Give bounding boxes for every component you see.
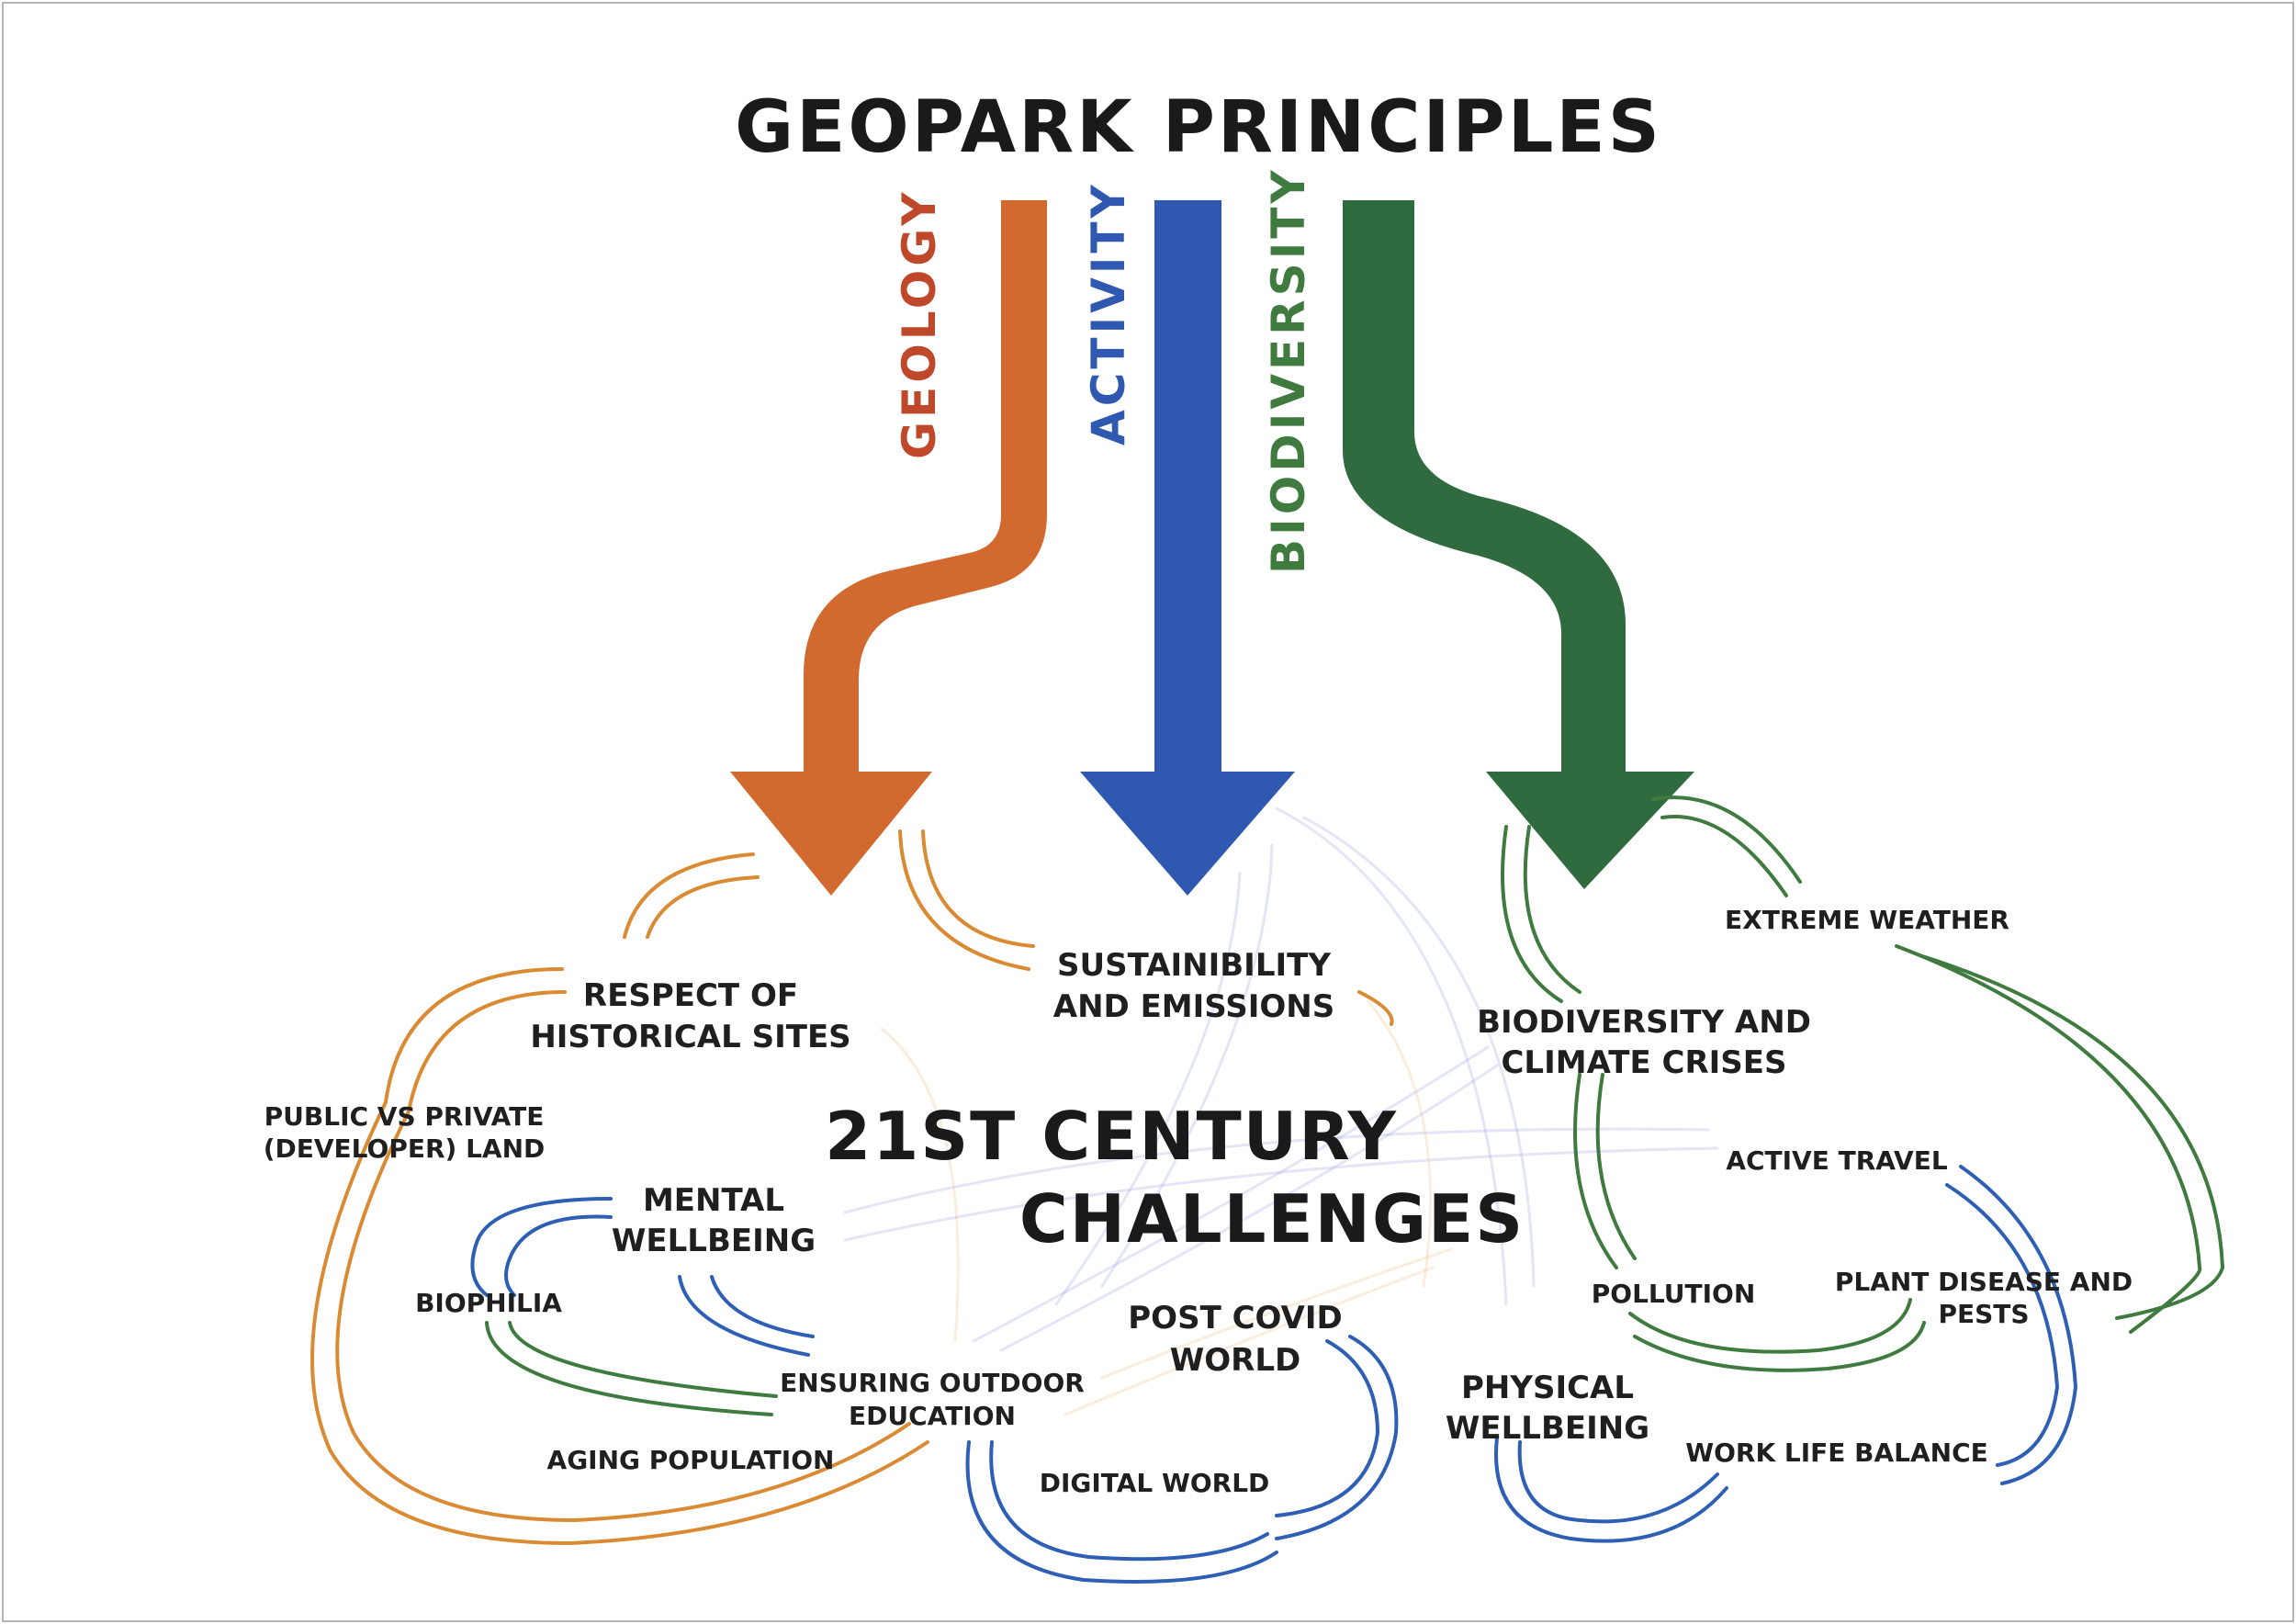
sustainability-line1: SUSTAINIBILITY bbox=[1057, 947, 1331, 984]
public-private-line2: (DEVELOPER) LAND bbox=[264, 1133, 546, 1164]
biodiversity-label: BIODIVERSITY bbox=[1262, 166, 1315, 574]
digital-world-label: DIGITAL WORLD bbox=[1040, 1468, 1270, 1498]
outdoor-education-line1: ENSURING OUTDOOR bbox=[780, 1368, 1085, 1398]
aging-population-label: AGING POPULATION bbox=[547, 1445, 835, 1475]
mental-wellbeing-line2: WELLBEING bbox=[612, 1223, 816, 1259]
biodiversity-arrow bbox=[1343, 200, 1694, 889]
post-covid-line1: POST COVID bbox=[1128, 1300, 1342, 1336]
green-connectors bbox=[485, 795, 2225, 1416]
work-life-balance-label: WORK LIFE BALANCE bbox=[1685, 1438, 1988, 1468]
physical-wellbeing-line1: PHYSICAL bbox=[1461, 1370, 1634, 1406]
challenge-physical-wellbeing: PHYSICAL WELLBEING bbox=[1446, 1370, 1649, 1447]
biodiversity-climate-line1: BIODIVERSITY AND bbox=[1477, 1004, 1811, 1041]
public-private-line1: PUBLIC VS PRIVATE bbox=[264, 1101, 545, 1132]
challenge-plant-disease: PLANT DISEASE AND PESTS bbox=[1835, 1267, 2133, 1329]
respect-historical-line2: HISTORICAL SITES bbox=[530, 1019, 850, 1055]
pollution-label: POLLUTION bbox=[1592, 1279, 1756, 1309]
respect-historical-line1: RESPECT OF bbox=[583, 977, 798, 1014]
biophilia-label: BIOPHILIA bbox=[415, 1288, 562, 1318]
challenge-public-private: PUBLIC VS PRIVATE (DEVELOPER) LAND bbox=[264, 1101, 546, 1164]
blue-connectors bbox=[470, 1165, 2078, 1584]
center-title-line2: CHALLENGES bbox=[1019, 1180, 1525, 1257]
mental-wellbeing-line1: MENTAL bbox=[643, 1182, 784, 1219]
challenge-sustainability: SUSTAINIBILITY AND EMISSIONS bbox=[1053, 947, 1334, 1025]
center-title-line1: 21ST CENTURY bbox=[825, 1098, 1398, 1175]
active-travel-label: ACTIVE TRAVEL bbox=[1726, 1145, 1948, 1176]
diagram-title: GEOPARK PRINCIPLES bbox=[735, 86, 1662, 169]
faint-connectors bbox=[843, 806, 1719, 1416]
challenge-biodiversity-climate: BIODIVERSITY AND CLIMATE CRISES bbox=[1477, 1004, 1811, 1081]
plant-disease-line2: PESTS bbox=[1938, 1299, 2029, 1329]
orange-connectors bbox=[310, 829, 1394, 1546]
challenge-post-covid: POST COVID WORLD bbox=[1128, 1300, 1342, 1379]
extreme-weather-label: EXTREME WEATHER bbox=[1725, 905, 2009, 935]
physical-wellbeing-line2: WELLBEING bbox=[1446, 1410, 1649, 1447]
plant-disease-line1: PLANT DISEASE AND bbox=[1835, 1267, 2133, 1297]
geology-label: GEOLOGY bbox=[893, 189, 946, 459]
challenge-mental-wellbeing: MENTAL WELLBEING bbox=[612, 1182, 816, 1259]
geology-arrow bbox=[730, 200, 1047, 896]
activity-label: ACTIVITY bbox=[1082, 181, 1135, 445]
biodiversity-climate-line2: CLIMATE CRISES bbox=[1501, 1044, 1786, 1081]
outdoor-education-line2: EDUCATION bbox=[849, 1401, 1016, 1431]
challenge-outdoor-education: ENSURING OUTDOOR EDUCATION bbox=[780, 1368, 1085, 1431]
post-covid-line2: WORLD bbox=[1170, 1342, 1300, 1379]
challenge-respect-historical: RESPECT OF HISTORICAL SITES bbox=[530, 977, 850, 1055]
sustainability-line2: AND EMISSIONS bbox=[1053, 988, 1334, 1025]
activity-arrow bbox=[1080, 200, 1295, 896]
